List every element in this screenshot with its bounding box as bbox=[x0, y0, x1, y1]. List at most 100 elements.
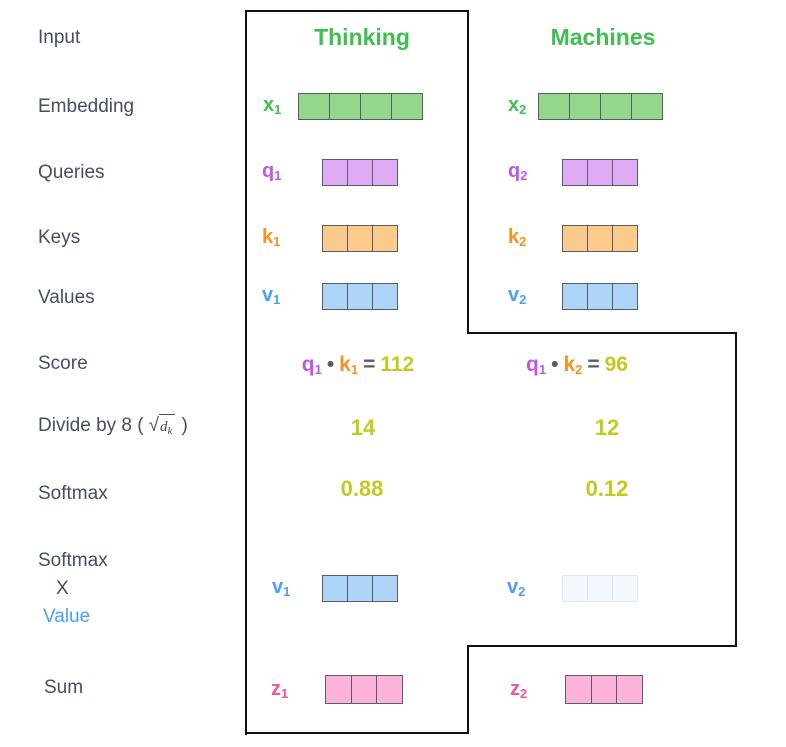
vector-label-z2: z2 bbox=[510, 678, 528, 701]
outline-bump-right-edge bbox=[735, 332, 737, 647]
row-label-keys: Keys bbox=[38, 227, 81, 248]
vector-q2 bbox=[562, 159, 638, 186]
vector-label-v1-weighted: v1 bbox=[272, 576, 291, 599]
vector-cell bbox=[352, 676, 378, 703]
vector-label-q2: q2 bbox=[508, 160, 528, 183]
vector-cell bbox=[570, 94, 601, 119]
vector-cell bbox=[566, 676, 592, 703]
dot-operator: • bbox=[551, 353, 559, 376]
vector-v1 bbox=[322, 283, 398, 310]
sqrt-subscript-k: k bbox=[167, 425, 173, 437]
divide-value-col1: 14 bbox=[350, 415, 376, 440]
vector-z2 bbox=[565, 675, 643, 704]
vector-cell bbox=[373, 284, 397, 309]
equals-operator: = bbox=[363, 353, 376, 376]
vector-v1-weighted bbox=[322, 575, 398, 602]
vector-cell bbox=[601, 94, 632, 119]
row-label-embedding: Embedding bbox=[38, 96, 135, 117]
vector-x1 bbox=[298, 93, 423, 120]
equals-operator: = bbox=[587, 353, 600, 376]
vector-cell bbox=[563, 160, 588, 185]
vector-cell bbox=[299, 94, 330, 119]
row-label-softmax-x-value-line3: Value bbox=[43, 606, 91, 627]
score-value-col1: 112 bbox=[380, 353, 415, 376]
outline-top-edge bbox=[245, 10, 469, 12]
vector-cell bbox=[326, 676, 352, 703]
vector-cell bbox=[348, 576, 373, 601]
vector-label-v2-weighted: v2 bbox=[507, 576, 526, 599]
outline-right-upper-edge bbox=[467, 10, 469, 334]
row-label-softmax-x-value-line1: Softmax bbox=[38, 550, 108, 571]
column-header-machines: Machines bbox=[550, 24, 656, 50]
vector-cell bbox=[563, 226, 588, 251]
vector-cell bbox=[632, 94, 662, 119]
vector-cell bbox=[613, 284, 637, 309]
vector-cell bbox=[613, 160, 637, 185]
vector-cell bbox=[348, 160, 373, 185]
score-expression-col2: q1•k2=96 bbox=[526, 353, 628, 377]
vector-cell bbox=[613, 576, 637, 601]
outline-bottom-edge bbox=[245, 732, 469, 734]
vector-cell bbox=[588, 160, 613, 185]
vector-cell bbox=[323, 576, 348, 601]
vector-label-x1: x1 bbox=[263, 94, 282, 117]
softmax-value-col2: 0.12 bbox=[585, 476, 629, 501]
vector-q1 bbox=[322, 159, 398, 186]
outline-bump-top-edge bbox=[467, 332, 737, 334]
vector-x2 bbox=[538, 93, 663, 120]
vector-cell bbox=[563, 576, 588, 601]
dot-operator: • bbox=[326, 353, 335, 376]
vector-cell bbox=[323, 226, 348, 251]
score-value-col2: 96 bbox=[604, 353, 628, 376]
outline-left-edge bbox=[245, 10, 247, 735]
vector-cell bbox=[330, 94, 361, 119]
vector-cell bbox=[592, 676, 618, 703]
vector-cell bbox=[613, 226, 637, 251]
sqrt-dk-expression: √dk bbox=[148, 414, 176, 437]
vector-cell bbox=[617, 676, 642, 703]
outline-right-lower-edge bbox=[467, 645, 469, 734]
row-label-score: Score bbox=[38, 353, 88, 374]
vector-cell bbox=[373, 226, 397, 251]
vector-cell bbox=[588, 284, 613, 309]
row-label-divide: Divide by 8 (√dk) bbox=[38, 414, 188, 437]
vector-cell bbox=[373, 576, 397, 601]
vector-k2 bbox=[562, 225, 638, 252]
vector-cell bbox=[588, 576, 613, 601]
row-label-softmax: Softmax bbox=[38, 483, 108, 504]
row-label-sum: Sum bbox=[44, 677, 84, 698]
vector-cell bbox=[563, 284, 588, 309]
vector-cell bbox=[373, 160, 397, 185]
vector-label-k2: k2 bbox=[508, 226, 527, 249]
vector-k1 bbox=[322, 225, 398, 252]
vector-cell bbox=[348, 284, 373, 309]
outline-bump-bottom-edge bbox=[467, 645, 737, 647]
vector-cell bbox=[323, 160, 348, 185]
vector-cell bbox=[323, 284, 348, 309]
row-label-input: Input bbox=[38, 27, 81, 48]
vector-label-x2: x2 bbox=[508, 94, 527, 117]
row-label-queries: Queries bbox=[38, 162, 105, 183]
vector-label-z1: z1 bbox=[271, 678, 289, 701]
divide-label-prefix: Divide by 8 ( bbox=[38, 415, 144, 436]
vector-cell bbox=[348, 226, 373, 251]
row-label-values: Values bbox=[38, 287, 95, 308]
vector-label-v2: v2 bbox=[508, 284, 527, 307]
softmax-value-col1: 0.88 bbox=[340, 476, 384, 501]
vector-v2-weighted-faded bbox=[562, 575, 638, 602]
vector-z1 bbox=[325, 675, 403, 704]
score-expression-col1: q1•k1=112 bbox=[301, 353, 415, 377]
row-label-softmax-x-value-line2: X bbox=[56, 578, 69, 599]
divide-label-suffix: ) bbox=[181, 415, 188, 436]
column-header-thinking: Thinking bbox=[314, 24, 410, 50]
vector-label-v1: v1 bbox=[262, 284, 281, 307]
vector-cell bbox=[377, 676, 402, 703]
vector-label-q1: q1 bbox=[262, 160, 282, 183]
vector-cell bbox=[539, 94, 570, 119]
vector-cell bbox=[361, 94, 392, 119]
vector-cell bbox=[588, 226, 613, 251]
vector-cell bbox=[392, 94, 422, 119]
vector-label-k1: k1 bbox=[262, 226, 281, 249]
sqrt-symbol: √ bbox=[148, 415, 160, 436]
